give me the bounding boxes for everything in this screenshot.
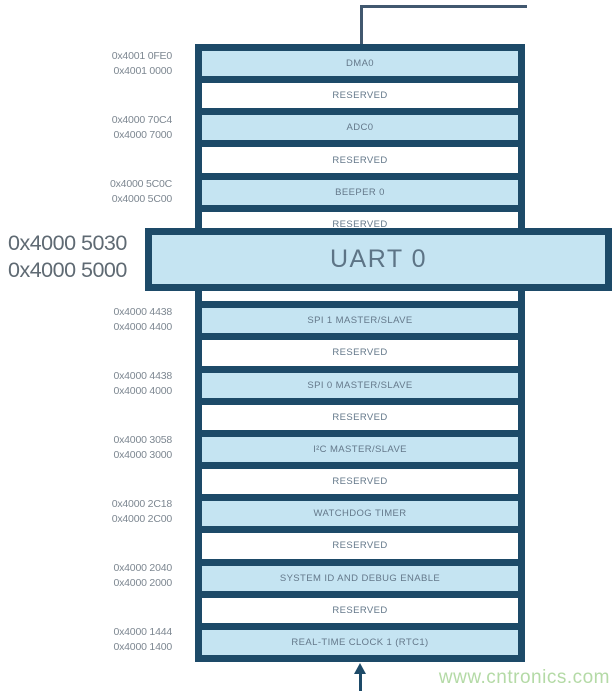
address-high: 0x4000 4438 — [113, 306, 172, 318]
address-high: 0x4000 3058 — [113, 434, 172, 446]
row-rtc1: REAL-TIME CLOCK 1 (RTC1) — [202, 629, 518, 655]
address-beeper0: 0x4000 5C0C 0x4000 5C00 — [22, 177, 172, 207]
row-dma0: DMA0 — [202, 51, 518, 77]
address-low: 0x4000 4400 — [113, 321, 172, 333]
row-reserved: RESERVED — [202, 83, 518, 109]
row-beeper0: BEEPER 0 — [202, 179, 518, 205]
uart0-address-high: 0x4000 5030 — [8, 231, 127, 255]
address-watchdog: 0x4000 2C18 0x4000 2C00 — [22, 497, 172, 527]
connector-line-vertical — [360, 5, 363, 45]
address-high: 0x4000 5C0C — [109, 178, 172, 190]
address-high: 0x4000 4438 — [113, 370, 172, 382]
row-reserved: RESERVED — [202, 404, 518, 430]
address-low: 0x4000 4000 — [113, 385, 172, 397]
row-reserved: RESERVED — [202, 147, 518, 173]
row-spi0: SPI 0 MASTER/SLAVE — [202, 372, 518, 398]
uart0-highlight-block: UART 0 — [145, 228, 612, 291]
address-low: 0x4000 3000 — [113, 449, 172, 461]
address-low: 0x4000 2C00 — [111, 513, 172, 525]
address-low: 0x4000 1400 — [113, 641, 172, 653]
address-adc0: 0x4000 70C4 0x4000 7000 — [22, 113, 172, 143]
address-low: 0x4000 2000 — [113, 577, 172, 589]
row-watchdog: WATCHDOG TIMER — [202, 501, 518, 527]
row-reserved: RESERVED — [202, 533, 518, 559]
connector-line-horizontal — [360, 5, 527, 8]
up-arrow-icon — [354, 663, 366, 674]
address-low: 0x4000 7000 — [113, 129, 172, 141]
uart0-address-low: 0x4000 5000 — [8, 258, 127, 282]
address-spi1: 0x4000 4438 0x4000 4400 — [22, 305, 172, 335]
row-reserved: RESERVED — [202, 469, 518, 495]
address-high: 0x4000 1444 — [113, 626, 172, 638]
address-high: 0x4000 2040 — [113, 562, 172, 574]
address-dma0: 0x4001 0FE0 0x4001 0000 — [22, 49, 172, 79]
address-rtc1: 0x4000 1444 0x4000 1400 — [22, 625, 172, 655]
row-spi1: SPI 1 MASTER/SLAVE — [202, 308, 518, 334]
address-high: 0x4000 2C18 — [111, 498, 172, 510]
address-low: 0x4001 0000 — [113, 65, 172, 77]
up-arrow-stem — [359, 673, 362, 691]
row-system-id: SYSTEM ID AND DEBUG ENABLE — [202, 565, 518, 591]
address-spi0: 0x4000 4438 0x4000 4000 — [22, 369, 172, 399]
address-high: 0x4000 70C4 — [111, 114, 172, 126]
row-i2c: I²C MASTER/SLAVE — [202, 436, 518, 463]
address-system-id: 0x4000 2040 0x4000 2000 — [22, 561, 172, 591]
watermark-text: www.cntronics.com — [438, 667, 610, 688]
row-adc0: ADC0 — [202, 115, 518, 141]
address-i2c: 0x4000 3058 0x4000 3000 — [22, 433, 172, 463]
row-reserved: RESERVED — [202, 597, 518, 623]
address-low: 0x4000 5C00 — [111, 193, 172, 205]
row-reserved: RESERVED — [202, 340, 518, 366]
uart0-address: 0x4000 5030 0x4000 5000 — [8, 230, 142, 284]
memory-block: DMA0 RESERVED ADC0 RESERVED BEEPER 0 RES… — [195, 44, 525, 662]
address-high: 0x4001 0FE0 — [111, 50, 172, 62]
